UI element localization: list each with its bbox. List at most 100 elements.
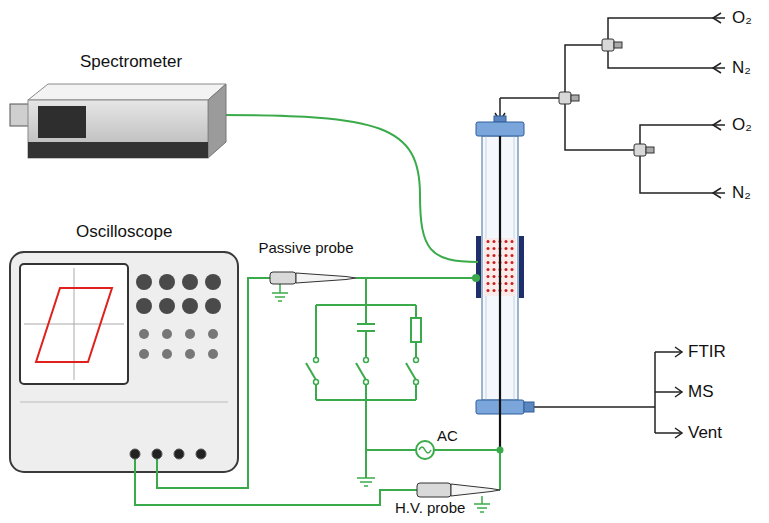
g-shape [139,329,218,359]
port-label: FTIR [688,342,726,362]
device-label: Oscilloscope [76,222,172,242]
circle-shape [208,349,218,359]
rect-shape [494,116,506,122]
line-shape [279,284,281,293]
reactor-tube [476,116,534,450]
circle-shape [364,358,369,363]
circle-shape [205,298,221,314]
circle-shape [152,449,162,459]
circle-shape [185,349,195,359]
label-anchor: N₂ [732,183,751,203]
line-shape [24,324,124,325]
rect-shape [646,147,654,153]
device-label: Spectrometer [80,52,182,72]
gas-lines [495,13,725,198]
rect-shape [602,39,614,51]
port-label: AC [437,426,458,446]
oscilloscope-illustration [8,222,240,475]
rect-shape [28,142,208,158]
circle-shape [472,274,480,282]
line-shape [365,400,367,478]
polyline-shape [608,51,725,68]
polyline-shape [713,188,721,198]
line-shape [360,481,372,483]
circle-shape [159,274,175,290]
line-shape [256,277,270,279]
polygon-shape [451,484,500,496]
line-shape [480,511,484,513]
rect-shape [524,402,534,412]
port-label: O₂ [732,8,752,28]
ground-symbols [272,284,490,512]
rect-shape [519,236,524,298]
optical-fiber [218,115,478,262]
label-anchor: AC [437,426,458,446]
circle-shape [174,449,184,459]
switch-contacts [314,358,419,385]
spectrometer-device: Spectrometer [8,52,230,160]
rect-shape [28,100,208,158]
label-anchor: N₂ [732,58,751,78]
polyline-shape [565,104,634,150]
device-label: H.V. probe [395,498,465,518]
circle-shape [196,449,206,459]
line-shape [474,503,490,505]
line-shape [415,305,417,318]
rect-shape [571,95,579,101]
path-shape [419,447,431,453]
label-anchor: MS [688,382,714,402]
label-anchor: O₂ [732,8,752,28]
circle-shape [314,380,319,385]
line-shape [356,277,476,279]
line-shape [306,363,316,380]
line-shape [655,351,682,353]
polyline-shape [675,428,682,438]
line-shape [481,496,483,504]
line-shape [364,485,368,487]
label-anchor: FTIR [688,342,726,362]
polyline-shape [640,125,725,144]
rect-shape [10,252,238,472]
outlet-lines [534,347,682,438]
line-shape [395,489,417,491]
polyline-shape [675,387,682,397]
polygon-shape [36,288,112,362]
rect-shape [476,236,481,298]
line-shape [415,342,417,358]
line-shape [365,331,367,358]
polygon-shape [28,84,226,100]
circle-shape [182,274,198,290]
rect-shape [614,42,622,48]
line-shape [415,384,417,400]
circle-shape [130,449,140,459]
line-shape [272,292,288,294]
line-shape [655,432,682,434]
rect-shape [411,318,421,342]
polygon-shape [296,273,356,283]
circuit-wires [306,278,500,490]
line-shape [477,507,487,509]
circle-shape [182,298,198,314]
line-shape [356,363,366,380]
circle-shape [314,358,319,363]
valve-symbols [559,39,654,156]
line-shape [500,97,559,99]
line-shape [366,449,416,451]
circle-shape [414,358,419,363]
circle-shape [162,349,172,359]
port-label: MS [688,382,714,402]
line-shape [365,305,367,324]
line-shape [357,323,375,325]
line-shape [278,300,282,302]
g-shape [136,274,221,314]
rect-shape [476,122,524,136]
port-label: N₂ [732,58,751,78]
rect-shape [634,144,646,156]
label-anchor: O₂ [732,115,752,135]
circle-shape [414,380,419,385]
line-shape [499,450,501,490]
line-shape [406,363,416,380]
polygon-shape [208,84,226,158]
